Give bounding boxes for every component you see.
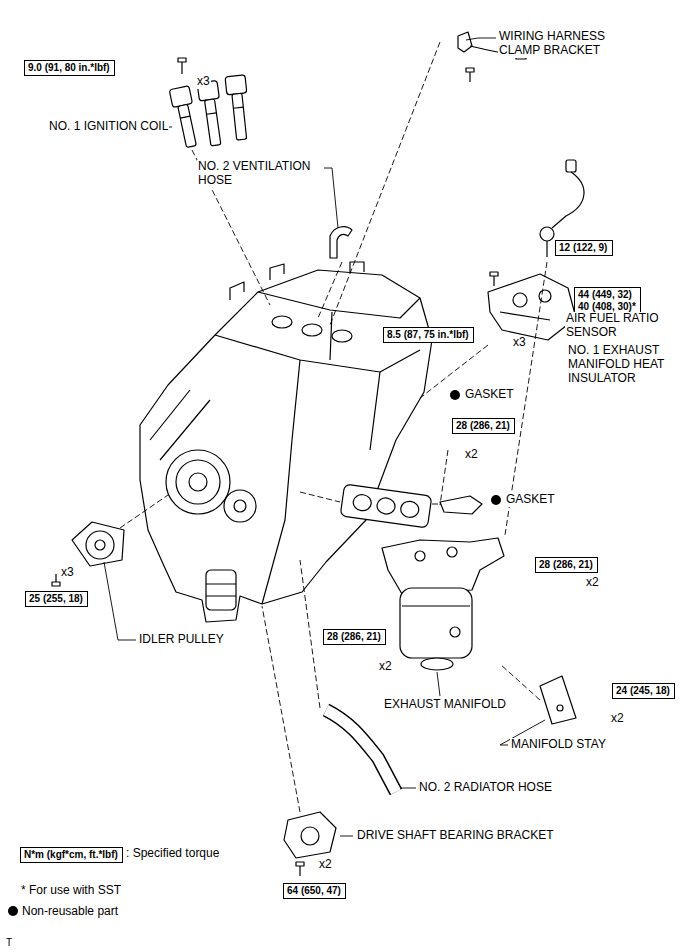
torque-value: 24 (245, 18) [616,685,671,697]
torque-value: 9.0 (91, 80 in.*lbf) [28,62,111,74]
torque-value: 44 (449, 32) [578,289,637,301]
torque-value: 12 (122, 9) [559,242,609,254]
part-label: GASKET [505,493,556,507]
quantity-label: x2 [464,448,479,462]
part-label: AIR FUEL RATIO SENSOR [565,312,687,340]
torque-value: 8.5 (87, 75 in.*lbf) [387,329,470,341]
torque-value: 28 (286, 21) [327,631,382,643]
quantity-label: x3 [512,336,527,350]
quantity-label: x2 [378,660,393,674]
quantity-label: x2 [318,858,333,872]
part-label: IDLER PULLEY [138,633,225,647]
torque-box: 8.5 (87, 75 in.*lbf) [383,327,474,343]
torque-value: N*m (kgf*cm, ft.*lbf) [24,849,119,861]
torque-box: 24 (245, 18) [612,683,675,699]
part-label: DRIVE SHAFT BEARING BRACKET [356,829,554,843]
torque-box: 12 (122, 9) [555,240,613,256]
part-label: * For use with SST [20,884,122,898]
torque-box: 28 (286, 21) [323,629,386,645]
torque-box: 44 (449, 32)40 (408, 30)* [574,287,641,315]
part-label: MANIFOLD STAY [510,738,607,752]
part-label: NO. 1 IGNITION COIL [48,120,169,134]
part-label: GASKET [464,388,515,402]
quantity-label: x2 [610,712,625,726]
quantity-label: x2 [585,576,600,590]
torque-box: 64 (650, 47) [283,883,346,899]
torque-box: 25 (255, 18) [25,591,88,607]
part-label: WIRING HARNESS CLAMP BRACKET [498,30,622,58]
legend-dot [8,906,18,916]
torque-value: 64 (650, 47) [287,885,342,897]
part-label: NO. 2 RADIATOR HOSE [418,781,553,795]
quantity-label: x3 [196,75,211,89]
torque-box: 28 (286, 21) [452,418,515,434]
part-label: NO. 1 EXHAUST MANIFOLD HEAT INSULATOR [567,344,681,385]
torque-box: 28 (286, 21) [535,557,598,573]
part-label: EXHAUST MANIFOLD [383,698,507,712]
torque-box: 9.0 (91, 80 in.*lbf) [24,60,115,76]
legend-text: Non-reusable part [22,904,118,918]
part-label: T [5,937,13,949]
torque-value: 25 (255, 18) [29,593,84,605]
part-label: NO. 2 VENTILATION HOSE [197,160,324,188]
quantity-label: x3 [60,566,75,580]
torque-value: 28 (286, 21) [456,420,511,432]
torque-value: 28 (286, 21) [539,559,594,571]
torque-box: N*m (kgf*cm, ft.*lbf) [20,847,123,863]
part-label: : Specified torque [125,847,220,861]
